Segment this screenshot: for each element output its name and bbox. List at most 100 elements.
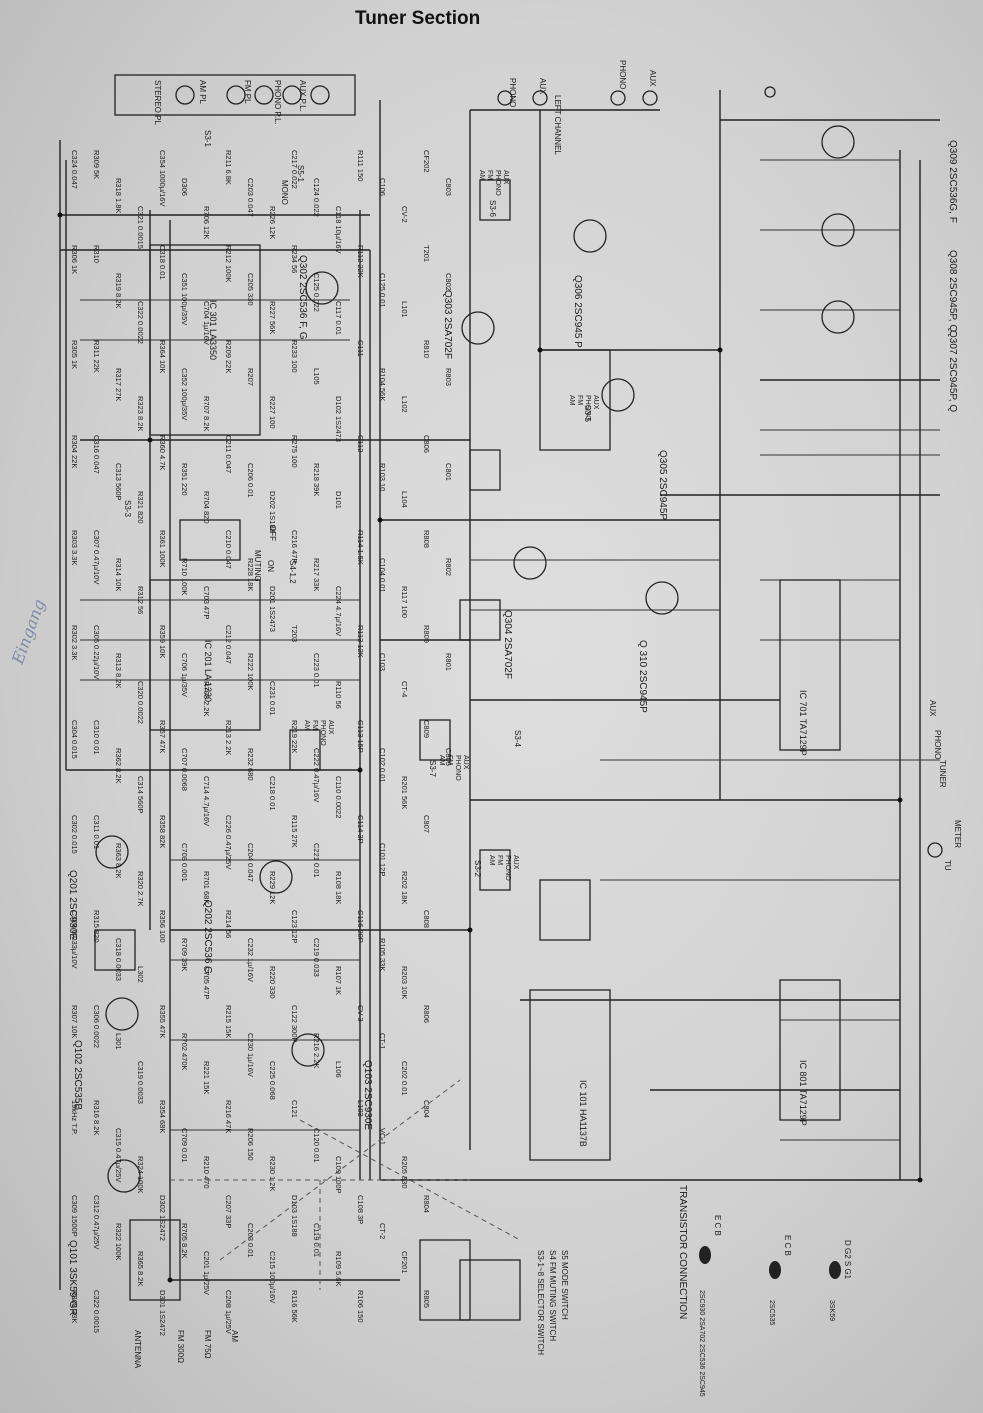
component-label: C205 330: [246, 273, 255, 306]
transistor-label: Q102 2SC535B: [72, 1040, 83, 1110]
component-label: C202 0.01: [400, 1061, 409, 1096]
component-label: D302 1S2472: [158, 1195, 167, 1241]
component-label: C312 0.47μ/25V: [92, 1195, 101, 1249]
ic-label: IC 801 TA7129P: [798, 1060, 808, 1126]
component-label: D201 1S2473: [268, 586, 277, 632]
component-label: R108 18K: [334, 871, 343, 904]
component-label: D101: [334, 491, 343, 509]
component-label: R311 22K: [92, 340, 101, 373]
component-label: R275 100: [290, 435, 299, 468]
component-label: CV-2: [400, 206, 409, 223]
component-label: C807: [422, 815, 431, 833]
component-label: R354 68K: [158, 1100, 167, 1133]
ic-label: IC 201 LA 1230: [203, 640, 213, 702]
transistor-label: Q307 2SC945P, Q: [947, 330, 958, 412]
component-label: C809: [422, 720, 431, 738]
component-label: R312 56: [136, 586, 145, 614]
component-label: C310 0.01: [92, 720, 101, 755]
component-label: C226 0.47μ/25V: [224, 815, 233, 869]
component-label: C307 0.47μ/10V: [92, 530, 101, 584]
component-label: C808: [422, 910, 431, 928]
antenna-label: FM 300Ω: [176, 1330, 185, 1363]
component-label: C705 47P: [202, 966, 211, 999]
page-title: Tuner Section: [355, 8, 481, 29]
component-label: R205 330: [400, 1156, 409, 1189]
transistor-label: Q101 3SK59-GR: [67, 1240, 78, 1316]
pilot-lamp-label: AUX P.L.: [298, 80, 307, 112]
selector-position-label: AM: [438, 755, 445, 766]
transistor-label: Q201 2SC930E: [67, 870, 78, 940]
component-label: C318 0.01: [158, 245, 167, 280]
component-label: C319 0.0033: [136, 1061, 145, 1104]
component-label: C114 3P: [356, 815, 365, 844]
component-label: C352 100μ/35V: [180, 368, 189, 420]
component-label: R358 82K: [158, 815, 167, 848]
component-label: R216 2.2K: [312, 1033, 321, 1068]
component-label: C203 0.01: [246, 1223, 255, 1258]
component-label: R112 22K: [356, 245, 365, 278]
transistor-label: Q 310 2SC945P: [637, 640, 648, 713]
component-label: R202 18K: [400, 871, 409, 904]
component-label: R809: [422, 625, 431, 643]
component-label: T201: [422, 245, 431, 262]
transistor-group-label: 3SK59: [828, 1300, 835, 1321]
component-label: R804: [422, 1195, 431, 1213]
component-label: R110 56: [334, 681, 343, 709]
pilot-lamp-label: AM PL: [198, 80, 207, 105]
component-label: C707 0.0068: [180, 748, 189, 791]
component-label: R320 2.7K: [136, 871, 145, 906]
component-label: C207 33P: [224, 1195, 233, 1228]
component-label: C201 1μ/25V: [202, 1251, 211, 1295]
component-label: C122 300P: [290, 1005, 299, 1043]
transistor-label: Q202 2SC536 G: [202, 900, 213, 974]
component-label: R114 1.5K: [356, 530, 365, 565]
component-label: R213 2.2K: [224, 720, 233, 755]
component-label: CT-2: [378, 1223, 387, 1239]
component-label: R321 820: [136, 491, 145, 524]
component-label: R218 39K: [312, 463, 321, 496]
component-label: C211 0.047: [224, 435, 233, 473]
component-label: R318 1.8K: [114, 178, 123, 213]
component-label: C215 100μ/16V: [268, 1251, 277, 1303]
component-label: C322 0.0022: [136, 301, 145, 344]
ic-label: IC 301 LA3350: [208, 300, 218, 360]
legend-mode-switch: S5 MODE SWITCH: [560, 1250, 569, 1320]
component-label: D102 1S2473: [334, 396, 343, 442]
component-label: T203: [290, 625, 299, 642]
component-label: C225 0.068: [268, 1061, 277, 1100]
component-label: R211 6.8K: [224, 150, 233, 185]
component-label: R310: [92, 245, 101, 263]
component-label: R319 8.2K: [114, 273, 123, 308]
component-label: R356 100: [158, 910, 167, 943]
legend-selector-switch: S3-1~8 SELECTOR SWITCH: [536, 1250, 545, 1355]
switch-label: MUTING: [253, 550, 262, 582]
component-label: R361 100K: [158, 530, 167, 568]
component-label: D103 1S188: [290, 1195, 299, 1237]
wiring: [59, 90, 940, 1290]
selector-position-label: PHONO: [584, 395, 591, 421]
output-label: TU: [943, 860, 952, 871]
component-label: L301: [114, 1033, 123, 1050]
legend-muting-switch: S4 FM MUTING SWITCH: [548, 1250, 557, 1341]
component-label: R305 1K: [70, 340, 79, 369]
selector-position-label: AM: [568, 395, 575, 406]
component-label: R226 12K: [268, 206, 277, 239]
component-label: VC-1: [378, 1128, 387, 1145]
component-label: R116 56K: [290, 1290, 299, 1323]
component-label: R304 22K: [70, 435, 79, 468]
switch-label: S3-7: [428, 760, 437, 777]
component-label: R362 8.2K: [114, 748, 123, 783]
component-label: R221 15K: [202, 1061, 211, 1094]
transistor-label: Q304 2SA702F: [502, 610, 513, 679]
component-label: CT-4: [400, 681, 409, 697]
component-label: R232 680: [246, 748, 255, 781]
pilot-lamp-label: STEREO PL: [153, 80, 162, 125]
component-label: R707 8.2K: [202, 396, 211, 431]
component-label: R363 8.2K: [114, 843, 123, 878]
transistor-group-label: 2SC930 2SA702 2SC536 2SC945: [698, 1290, 705, 1397]
selector-position-label: AUX: [512, 855, 519, 870]
component-label: R303 3.3K: [70, 530, 79, 565]
transistor-pin-label: E C B: [783, 1235, 792, 1256]
component-label: C803: [444, 178, 453, 196]
component-label: R234 56: [290, 245, 299, 273]
